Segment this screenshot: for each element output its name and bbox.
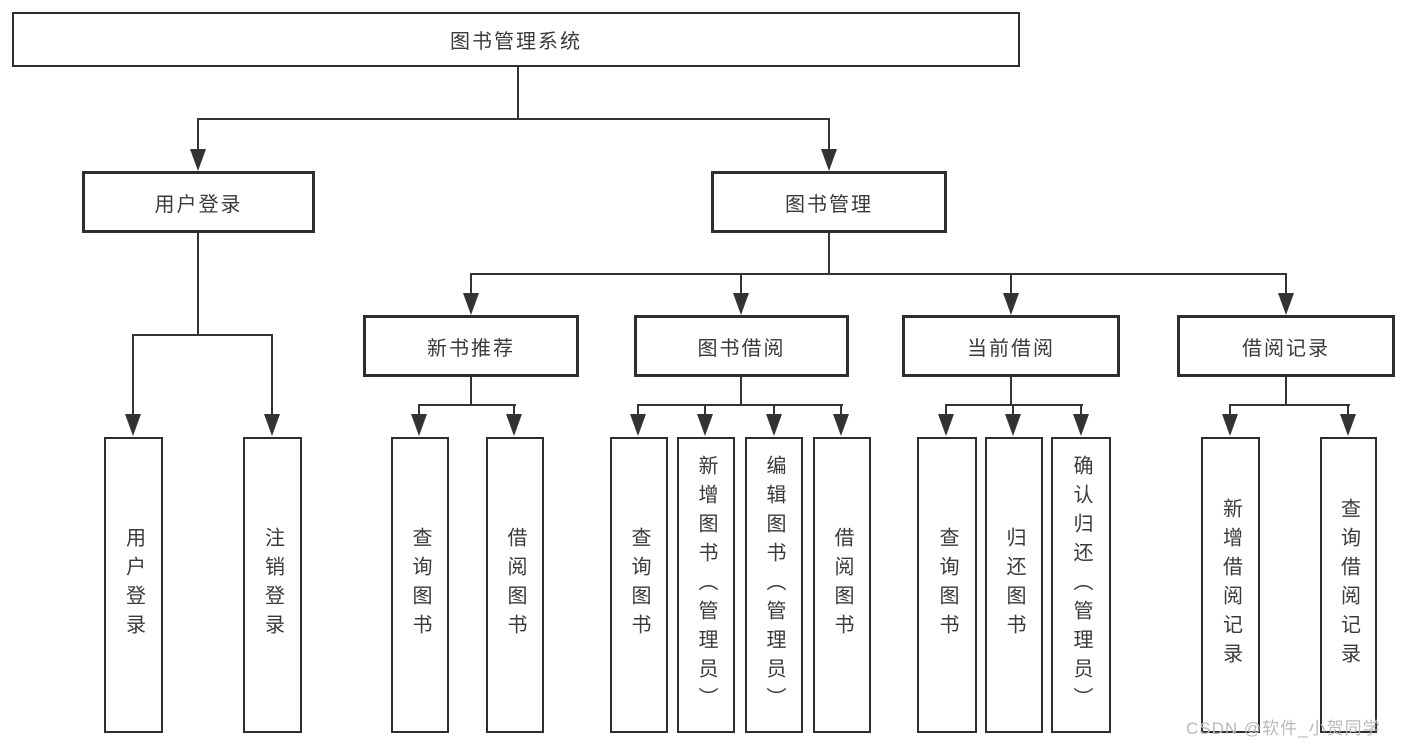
- leaf-query-books-3: 查询图书: [917, 437, 977, 733]
- arrow-to-leaf-user-login: [125, 414, 141, 436]
- arrow-to-confirm-return-admin: [1073, 414, 1089, 436]
- connector-user-login-stub: [197, 233, 199, 336]
- connector-drop-book-borrowing-shaft: [740, 275, 742, 295]
- connector-book-management-stub: [828, 233, 830, 275]
- arrow-to-new-book-recommendation: [463, 293, 479, 315]
- arrow-to-query-books-2: [630, 414, 646, 436]
- leaf-return-books: 归还图书: [985, 437, 1043, 733]
- leaf-edit-book-admin: 编辑图书（管理员）: [745, 437, 803, 733]
- connector-level3-hline: [470, 273, 1287, 275]
- csdn-watermark: CSDN @软件_小贺同学: [1186, 719, 1381, 738]
- connector-drop-g4a-shaft: [945, 406, 947, 418]
- arrow-to-query-books-3: [938, 414, 954, 436]
- arrow-to-book-borrowing: [733, 293, 749, 315]
- connector-root-hline: [197, 118, 830, 120]
- connector-drop-g4c-shaft: [1080, 406, 1082, 418]
- node-library-management-system: 图书管理系统: [12, 12, 1020, 67]
- node-user-login: 用户登录: [82, 171, 315, 233]
- leaf-borrow-books-2: 借阅图书: [813, 437, 871, 733]
- connector-book-borrowing-stub: [740, 377, 742, 406]
- connector-new-book-hline: [418, 404, 516, 406]
- leaf-query-borrow-record: 查询借阅记录: [1320, 437, 1377, 733]
- connector-user-login-hline: [132, 334, 273, 336]
- connector-borrowing-records-stub: [1285, 377, 1287, 406]
- connector-drop-g4b-shaft: [1012, 406, 1014, 418]
- connector-drop-user-login-shaft: [197, 120, 199, 152]
- connector-drop-new-book-shaft: [470, 275, 472, 295]
- leaf-query-books-2: 查询图书: [610, 437, 668, 733]
- connector-drop-g3d-shaft: [840, 406, 842, 418]
- connector-drop-g3a-shaft: [637, 406, 639, 418]
- leaf-add-borrow-record: 新增借阅记录: [1201, 437, 1260, 733]
- connector-drop-leaf-user-login-shaft: [132, 336, 134, 416]
- node-borrowing-records: 借阅记录: [1177, 315, 1395, 377]
- arrow-to-return-books: [1005, 414, 1021, 436]
- arrow-to-add-borrow-record: [1222, 414, 1238, 436]
- arrow-to-leaf-logout: [264, 414, 280, 436]
- connector-new-book-stub: [470, 377, 472, 406]
- arrow-to-edit-book-admin: [766, 414, 782, 436]
- leaf-logout: 注销登录: [243, 437, 302, 733]
- arrow-to-query-borrow-record: [1340, 414, 1356, 436]
- connector-drop-current-borrowing-shaft: [1010, 275, 1012, 295]
- arrow-to-book-management: [821, 149, 837, 171]
- connector-drop-g2b-shaft: [513, 406, 515, 418]
- connector-current-borrowing-hline: [945, 404, 1083, 406]
- connector-drop-leaf-logout-shaft: [271, 336, 273, 416]
- node-current-borrowing: 当前借阅: [902, 315, 1120, 377]
- leaf-borrow-books-1: 借阅图书: [486, 437, 544, 733]
- connector-drop-g3c-shaft: [773, 406, 775, 418]
- arrow-to-add-book-admin: [697, 414, 713, 436]
- arrow-to-query-books-1: [411, 414, 427, 436]
- connector-drop-g2a-shaft: [418, 406, 420, 418]
- connector-drop-g5a-shaft: [1229, 406, 1231, 418]
- connector-drop-g5b-shaft: [1347, 406, 1349, 418]
- connector-borrowing-records-hline: [1229, 404, 1350, 406]
- connector-drop-book-management-shaft: [828, 120, 830, 152]
- connector-current-borrowing-stub: [1010, 377, 1012, 406]
- connector-drop-g3b-shaft: [704, 406, 706, 418]
- arrow-to-user-login: [190, 149, 206, 171]
- arrow-to-borrow-books-1: [506, 414, 522, 436]
- arrow-to-current-borrowing: [1003, 293, 1019, 315]
- node-new-book-recommendation: 新书推荐: [363, 315, 579, 377]
- connector-root-stub: [517, 67, 519, 119]
- leaf-query-books-1: 查询图书: [391, 437, 449, 733]
- connector-book-borrowing-hline: [637, 404, 843, 406]
- connector-drop-borrowing-records-shaft: [1285, 275, 1287, 295]
- arrow-to-borrow-books-2: [833, 414, 849, 436]
- node-book-management: 图书管理: [711, 171, 947, 233]
- leaf-add-book-admin: 新增图书（管理员）: [677, 437, 735, 733]
- arrow-to-borrowing-records: [1278, 293, 1294, 315]
- node-book-borrowing: 图书借阅: [634, 315, 849, 377]
- leaf-confirm-return-admin: 确认归还（管理员）: [1051, 437, 1111, 733]
- leaf-user-login: 用户登录: [104, 437, 163, 733]
